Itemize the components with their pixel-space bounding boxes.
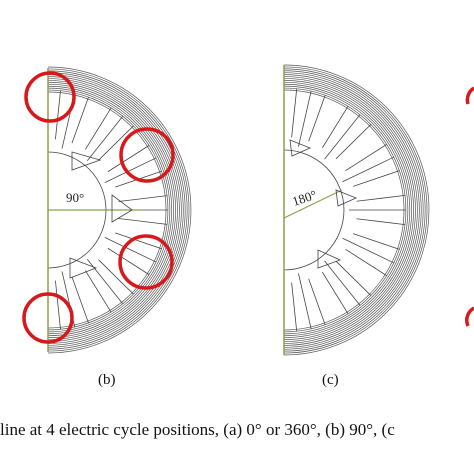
stator-slot: [298, 273, 312, 330]
stator-slot-edge: [322, 271, 349, 315]
flux-line: [47, 72, 186, 348]
stator-slot-edge: [291, 282, 298, 332]
stator-slot: [342, 237, 395, 264]
stator-slot-edge: [71, 96, 89, 144]
stator-slot-edge: [98, 259, 134, 295]
flux-line: [47, 78, 180, 342]
stator-slot-edge: [118, 195, 168, 202]
stator-slot-edge: [118, 218, 168, 225]
flux-line: [283, 68, 426, 352]
panel-c-angle-line: [283, 189, 343, 219]
flux-line: [283, 70, 424, 350]
flux-line: [283, 66, 428, 354]
panel-d-highlight-fragment-2: [465, 306, 474, 327]
panel-c-rotor-tooth-mid: [335, 189, 358, 207]
panel-b-highlight-circle-2: [119, 127, 175, 183]
stator-slot-edge: [84, 107, 112, 150]
rotor-outline: [283, 149, 345, 271]
flux-line: [47, 66, 192, 354]
stator-slot-edge: [308, 278, 326, 325]
flux-line: [47, 83, 174, 337]
stator-slot-edge: [55, 90, 61, 140]
panel-c-stator-teeth: [283, 88, 406, 332]
stator-slot-edge: [345, 143, 388, 172]
flux-line: [283, 85, 409, 335]
stator-slot-edge: [356, 218, 406, 226]
panel-b-highlight-circle-3: [118, 234, 174, 290]
flux-line: [283, 64, 430, 356]
panel-c-rotor-tooth-lower: [317, 249, 342, 269]
flux-line: [47, 87, 171, 333]
stator-slot-edge: [84, 270, 112, 313]
flux-line: [283, 72, 422, 348]
flux-line: [283, 74, 420, 346]
stator-slot-edge: [71, 276, 89, 324]
stator-slot-edge: [107, 145, 150, 173]
panel-b-angle-label: 90°: [66, 190, 84, 205]
stator-slot-edge: [356, 194, 406, 202]
stator-slot: [342, 156, 395, 183]
flux-line: [47, 68, 190, 352]
flux-line: [283, 78, 416, 342]
panel-b-stator-teeth: [47, 90, 168, 330]
stator-slot-edge: [322, 105, 349, 149]
stator-slot: [104, 236, 157, 263]
stator-slot-edge: [107, 247, 150, 275]
stator-slot: [324, 260, 361, 306]
panel-c-flux-diagram: 180°: [283, 64, 430, 356]
flux-line: [47, 80, 178, 340]
panel-b-label: (b): [98, 372, 116, 388]
flux-line: [47, 85, 173, 335]
flux-line: [283, 81, 412, 339]
panel-c-rotor-tooth-upper: [289, 139, 312, 157]
panel-b-highlight-circle-4: [22, 292, 74, 344]
panel-c-label: (c): [322, 372, 339, 388]
figure-caption: line at 4 electric cycle positions, (a) …: [0, 420, 395, 439]
flux-line: [283, 83, 411, 337]
panel-b-rotor-tooth-mid: [111, 194, 133, 223]
stator-slot-edge: [115, 232, 162, 250]
panel-b-flux-diagram: 90°: [22, 66, 192, 354]
stator-slot-edge: [308, 95, 326, 142]
flux-line: [283, 80, 414, 340]
stator-slot: [298, 90, 312, 147]
panel-d-highlight-fragment-1: [465, 86, 474, 105]
stator-slot-edge: [352, 170, 400, 187]
stator-slot-edge: [291, 88, 298, 138]
panel-c-angle-label: 180°: [290, 187, 318, 209]
stator-slot: [324, 114, 361, 160]
panel-b-rotor-tooth-lower: [69, 257, 98, 279]
flux-line: [47, 82, 176, 338]
flux-line: [283, 76, 418, 344]
stator-slot-edge: [55, 280, 61, 330]
panel-b-rotor-tooth-upper: [71, 151, 102, 171]
panel-b-flux-lines: [47, 66, 192, 354]
stator-slot-edge: [352, 233, 400, 250]
panel-b-highlight-circle-1: [24, 71, 76, 123]
stator-slot-edge: [98, 125, 134, 161]
flux-line: [47, 74, 184, 346]
flux-line: [47, 70, 188, 350]
stator-slot-edge: [335, 124, 372, 160]
stator-slot-edge: [345, 248, 388, 277]
stator-slot: [104, 157, 157, 184]
stator-slot: [86, 115, 124, 161]
stator-slot-edge: [335, 260, 372, 296]
flux-line: [47, 76, 182, 344]
